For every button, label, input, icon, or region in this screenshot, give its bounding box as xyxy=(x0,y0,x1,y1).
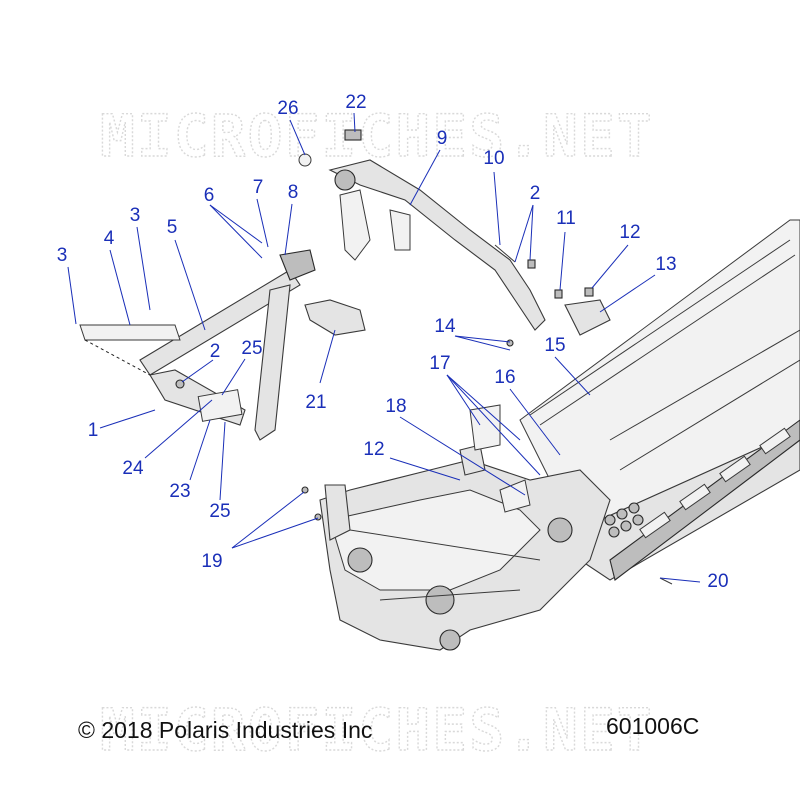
callout-2b: 2 xyxy=(530,183,541,204)
leader-lines xyxy=(67,112,701,583)
callout-15: 15 xyxy=(544,335,565,356)
tunnel-assembly xyxy=(519,219,800,581)
callout-5: 5 xyxy=(167,217,178,238)
callout-3: 3 xyxy=(57,245,68,266)
vent-holes xyxy=(604,502,644,538)
callout-16: 16 xyxy=(494,367,515,388)
figure-code: 601006C xyxy=(606,713,700,739)
callout-2: 2 xyxy=(210,341,221,362)
callout-19: 19 xyxy=(201,551,222,572)
bracket-21 xyxy=(304,299,366,336)
callout-12: 12 xyxy=(619,222,640,243)
steering-support xyxy=(328,159,546,331)
copyright-notice: © 2018 Polaris Industries Inc xyxy=(78,717,373,743)
callout-11: 11 xyxy=(556,208,576,229)
callout-4: 4 xyxy=(104,228,115,249)
callout-9: 9 xyxy=(437,128,448,149)
callout-6: 6 xyxy=(204,185,215,206)
callout-24: 24 xyxy=(122,458,144,479)
track-cleats xyxy=(639,427,791,539)
callout-22: 22 xyxy=(345,92,366,113)
hardware xyxy=(175,129,673,585)
callout-23: 23 xyxy=(169,481,190,502)
callout-3b: 3 xyxy=(130,205,141,226)
callout-12b: 12 xyxy=(363,439,384,460)
bulkhead-frame xyxy=(319,444,611,651)
watermark-top: MICROFICHES.NET xyxy=(100,102,654,170)
callout-21: 21 xyxy=(305,392,326,413)
callout-14: 14 xyxy=(434,316,456,337)
callout-18: 18 xyxy=(385,396,406,417)
watermark-bottom: MICROFICHES.NET xyxy=(100,696,654,764)
callout-26: 26 xyxy=(277,98,298,119)
callout-8: 8 xyxy=(288,182,299,203)
callout-13: 13 xyxy=(655,254,676,275)
callout-20: 20 xyxy=(707,571,728,592)
callout-25b: 25 xyxy=(209,501,230,522)
front-strut xyxy=(79,249,316,441)
callout-10: 10 xyxy=(483,148,504,169)
callout-7: 7 xyxy=(253,177,264,198)
callouts: 1 2 2 3 3 4 5 6 7 8 9 10 11 12 12 13 14 … xyxy=(57,92,729,592)
callout-25: 25 xyxy=(241,338,262,359)
callout-17: 17 xyxy=(429,353,450,374)
callout-1: 1 xyxy=(88,420,99,441)
